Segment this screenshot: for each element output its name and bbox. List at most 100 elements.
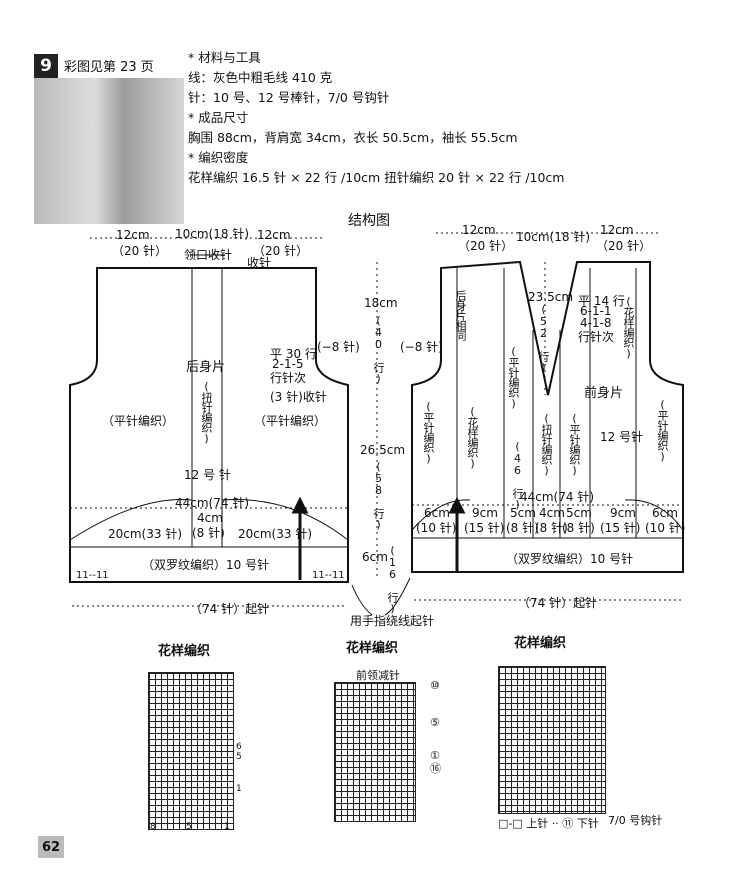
back-top-left-stitches: （20 针） bbox=[112, 244, 168, 258]
front-w1: 6cm bbox=[424, 506, 450, 520]
front-chest-width: 44cm(74 针) bbox=[520, 490, 595, 504]
front-top-right-stitches: （20 针） bbox=[596, 239, 652, 253]
back-top-left-width: 12cm bbox=[116, 228, 150, 242]
chart-mid-marker-5: ⑤ bbox=[430, 716, 440, 729]
back-armhole-rows: 平 30 行 bbox=[270, 347, 317, 361]
photo-reference: 彩图见第 23 页 bbox=[64, 60, 154, 75]
armhole-height: 18cm bbox=[364, 296, 398, 310]
front-cast-on: （74 针）起针 bbox=[518, 596, 598, 610]
front-w7-st: (10 针) bbox=[645, 521, 686, 535]
back-armhole-rule: 2-1-5 bbox=[272, 357, 304, 371]
back-right-pattern: （平针编织） bbox=[254, 414, 327, 428]
rib-rows: (16 行) bbox=[386, 544, 399, 614]
chart-mid-subtitle: 前领减针 bbox=[356, 669, 400, 682]
front-w4-st: (8 针) bbox=[535, 521, 568, 535]
front-top-left-stitches: （20 针） bbox=[458, 239, 514, 253]
front-w3: 5cm bbox=[510, 506, 536, 520]
front-w6-st: (15 针) bbox=[600, 521, 641, 535]
back-rib-mark-right: 11--11 bbox=[312, 570, 345, 581]
front-same-as-back: 后身片相同 bbox=[454, 290, 467, 340]
front-v-depth: 23.5cm bbox=[528, 290, 574, 304]
back-center-stitches: (8 针) bbox=[192, 526, 225, 540]
front-strip-3-pattern: (平针编织) bbox=[507, 345, 520, 409]
pattern-number-badge: 9 bbox=[34, 54, 58, 78]
front-strip-7-pattern: (平针编织) bbox=[656, 398, 669, 462]
back-top-right-width: 12cm bbox=[257, 228, 291, 242]
chart-right-hook-note: 7/0 号钩针 bbox=[608, 814, 663, 827]
front-w3-st: (8 针) bbox=[506, 521, 539, 535]
chart-left-col-1: 1 bbox=[224, 822, 230, 832]
page-number: 62 bbox=[38, 836, 64, 858]
chart-mid-grid bbox=[334, 682, 416, 822]
diagram-title: 结构图 bbox=[348, 213, 390, 229]
specs-block: * 材料与工具 线：灰色中粗毛线 410 克 针：10 号、12 号棒针，7/0… bbox=[188, 48, 564, 188]
front-w1-st: (10 针) bbox=[416, 521, 457, 535]
chart-left-col-8: 8 bbox=[150, 822, 156, 832]
front-w2-st: (15 针) bbox=[464, 521, 505, 535]
front-right-top-pattern: (花样编织) bbox=[622, 295, 635, 359]
chart-mid-title: 花样编织 bbox=[346, 641, 399, 656]
back-chest-width: 44cm(74 针) bbox=[175, 496, 250, 510]
front-piece-name: 前身片 bbox=[584, 386, 624, 401]
size-spec: 胸围 88cm，背肩宽 34cm，衣长 50.5cm，袖长 55.5cm bbox=[188, 130, 518, 145]
chart-left-grid bbox=[148, 672, 234, 830]
front-w7: 6cm bbox=[652, 506, 678, 520]
chart-right-title: 花样编织 bbox=[514, 636, 567, 651]
front-w4: 4cm bbox=[539, 506, 565, 520]
rib-height: 6cm bbox=[362, 550, 388, 564]
finger-cast-on-note: 用手指绕线起针 bbox=[350, 614, 435, 628]
back-rib-note: （双罗纹编织）10 号针 bbox=[142, 558, 270, 572]
chart-right-legend: □-□ 上针 ·· ⑪ 下针 bbox=[498, 817, 599, 830]
chart-mid-marker-10: ⑩ bbox=[430, 679, 440, 692]
chart-left-marker-5: 5 bbox=[236, 752, 242, 762]
front-w5: 5cm bbox=[566, 506, 592, 520]
front-w6: 9cm bbox=[610, 506, 636, 520]
chart-left-title: 花样编织 bbox=[158, 644, 211, 659]
back-piece-name: 后身片 bbox=[186, 360, 226, 375]
front-v-rows: (52 行) bbox=[537, 303, 550, 373]
chart-left-marker-1: 1 bbox=[236, 784, 242, 794]
front-neck-width: 10cm(18 针) bbox=[516, 230, 591, 244]
back-armhole-rule-legend: 行针次 bbox=[270, 371, 307, 385]
front-neck-rule-legend: 行针次 bbox=[578, 330, 615, 344]
front-strip-rows: (46 行) bbox=[511, 440, 524, 510]
back-rib-mark-left: 11--11 bbox=[76, 570, 109, 581]
back-armhole-decrease: (−8 针) bbox=[317, 340, 360, 354]
front-strip-center-pattern: (扭针编织) bbox=[540, 412, 553, 476]
front-rib-note: （双罗纹编织）10 号针 bbox=[506, 552, 634, 566]
back-side-width-right: 20cm(33 针) bbox=[238, 527, 313, 541]
body-rows: (58 行) bbox=[372, 460, 385, 530]
front-w2: 9cm bbox=[472, 506, 498, 520]
materials-heading: * 材料与工具 bbox=[188, 50, 261, 65]
front-w5-st: (8 针) bbox=[562, 521, 595, 535]
back-armhole-bind-off: (3 针)收针 bbox=[270, 390, 327, 404]
front-neck-rule2: 4-1-8 bbox=[580, 316, 612, 330]
back-side-width-left: 20cm(33 针) bbox=[108, 527, 183, 541]
chart-right-grid bbox=[498, 666, 606, 814]
back-neck-decrease: 领口收针 bbox=[184, 248, 233, 262]
back-top-right-stitches: （20 针） bbox=[253, 244, 309, 258]
front-strip-6-pattern: (平针编织) bbox=[568, 412, 581, 476]
gauge-heading: * 编织密度 bbox=[188, 150, 249, 165]
front-top-right-width: 12cm bbox=[600, 223, 634, 237]
back-needle-size: 12 号 针 bbox=[184, 468, 231, 482]
body-height: 26.5cm bbox=[360, 443, 406, 457]
gauge-spec: 花样编织 16.5 针 × 22 行 /10cm 扭针编织 20 针 × 22 … bbox=[188, 170, 565, 185]
back-center-pattern: (扭针编织) bbox=[200, 380, 213, 444]
front-strip-1-pattern: (平针编织) bbox=[422, 400, 435, 464]
back-left-pattern: （平针编织） bbox=[102, 414, 175, 428]
size-heading: * 成品尺寸 bbox=[188, 110, 249, 125]
back-center-width: 4cm bbox=[197, 511, 223, 525]
back-neck-width: 10cm(18 针) bbox=[175, 227, 250, 241]
front-neck-rows: 平 14 行 bbox=[578, 294, 625, 308]
front-top-left-width: 12cm bbox=[462, 223, 496, 237]
back-shoulder-decrease: 收针 bbox=[247, 256, 272, 270]
chart-mid-marker-1: ① bbox=[430, 749, 440, 762]
needle-spec: 针：10 号、12 号棒针，7/0 号钩针 bbox=[188, 90, 390, 105]
model-photo bbox=[34, 78, 184, 224]
chart-left-marker-6: 6 bbox=[236, 742, 242, 752]
front-needle-size: 12 号针 bbox=[600, 430, 644, 444]
back-cast-on: （74 针）起针 bbox=[190, 602, 270, 616]
armhole-rows: (40 行) bbox=[372, 314, 385, 384]
front-strip-2-pattern: (花样编织) bbox=[466, 405, 479, 469]
